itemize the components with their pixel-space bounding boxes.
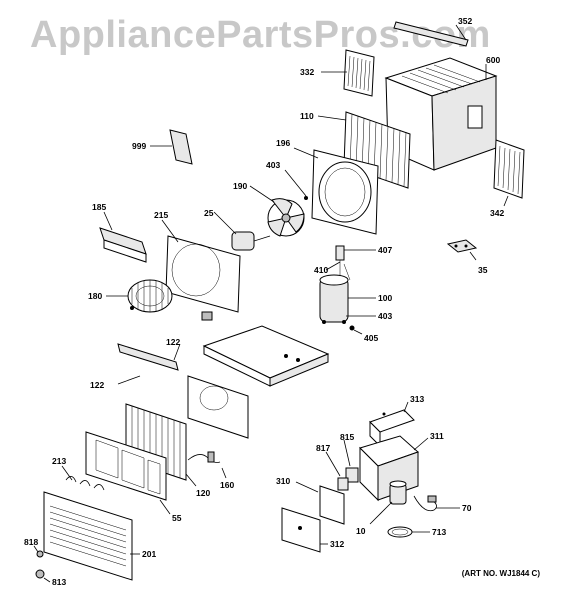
callout-405[interactable]: 405 [364,333,378,343]
selector-switch-part[interactable] [345,467,359,483]
callout-352[interactable]: 352 [458,16,472,26]
callout-185[interactable]: 185 [92,202,106,212]
callout-310[interactable]: 310 [276,476,290,486]
right-side-panel-part[interactable] [493,139,525,199]
callout-10[interactable]: 10 [356,526,366,536]
callout-35[interactable]: 35 [478,265,488,275]
callout-55[interactable]: 55 [172,513,182,523]
capacitor-part[interactable] [389,480,407,505]
callout-70[interactable]: 70 [462,503,472,513]
power-cord-part[interactable] [413,495,437,512]
fan-shroud-part[interactable] [311,149,379,235]
blower-housing-part[interactable] [165,235,241,321]
partition-part[interactable] [187,375,249,439]
knob-part[interactable] [35,569,45,579]
small-plate-part[interactable] [446,239,478,253]
clip-part[interactable] [304,196,308,200]
callout-311[interactable]: 311 [430,431,444,441]
callout-122-lower[interactable]: 122 [90,380,104,390]
callout-403-upper[interactable]: 403 [266,160,280,170]
grommet-part[interactable] [349,325,355,331]
callout-122-upper[interactable]: 122 [166,337,180,347]
blower-wheel-part[interactable] [127,279,173,313]
thermistor-part[interactable] [187,451,221,463]
deflector-strip-part[interactable] [117,343,179,371]
callout-25[interactable]: 25 [204,208,214,218]
callout-813[interactable]: 813 [52,577,66,587]
callout-713[interactable]: 713 [432,527,446,537]
bracket-part[interactable] [99,227,147,263]
callout-600[interactable]: 600 [486,55,500,65]
callout-407[interactable]: 407 [378,245,392,255]
control-bracket-part[interactable] [319,485,345,525]
control-cover-part[interactable] [369,409,415,448]
art-number: (ART NO. WJ1844 C) [461,569,540,578]
callout-312[interactable]: 312 [330,539,344,549]
callout-213[interactable]: 213 [52,456,66,466]
front-grille-part[interactable] [43,491,133,581]
callout-332[interactable]: 332 [300,67,314,77]
louver-set-part[interactable] [65,476,105,491]
callout-190[interactable]: 190 [233,181,247,191]
callout-160[interactable]: 160 [220,480,234,490]
base-pan-part[interactable] [202,325,330,387]
callout-410[interactable]: 410 [314,265,328,275]
outer-case-part[interactable] [384,57,498,171]
fan-motor-part[interactable] [231,231,271,251]
callout-342[interactable]: 342 [490,208,504,218]
callout-100[interactable]: 100 [378,293,392,303]
callout-818[interactable]: 818 [24,537,38,547]
callout-999[interactable]: 999 [132,141,146,151]
control-panel-part[interactable] [281,507,321,553]
callout-110[interactable]: 110 [300,111,314,121]
watermark: AppliancePartsPros.com [30,14,491,56]
capacitor-strap-part[interactable] [387,526,413,538]
valve-fitting-part[interactable] [335,245,345,261]
callout-815[interactable]: 815 [340,432,354,442]
callout-313[interactable]: 313 [410,394,424,404]
control-box-part[interactable] [359,435,419,502]
air-filter-part[interactable] [85,431,167,501]
callout-403-lower[interactable]: 403 [378,311,392,321]
callout-201[interactable]: 201 [142,549,156,559]
screw-part[interactable] [36,550,44,558]
side-panel-part[interactable] [343,49,375,97]
callout-180[interactable]: 180 [88,291,102,301]
compressor-part[interactable] [319,260,351,323]
callout-215[interactable]: 215 [154,210,168,220]
thermostat-part[interactable] [337,477,349,491]
callout-196[interactable]: 196 [276,138,290,148]
top-strip-part[interactable] [393,21,469,47]
manual-part[interactable] [169,129,193,165]
condenser-fan-blade-part[interactable] [267,198,305,237]
callout-817[interactable]: 817 [316,443,330,453]
callout-120[interactable]: 120 [196,488,210,498]
